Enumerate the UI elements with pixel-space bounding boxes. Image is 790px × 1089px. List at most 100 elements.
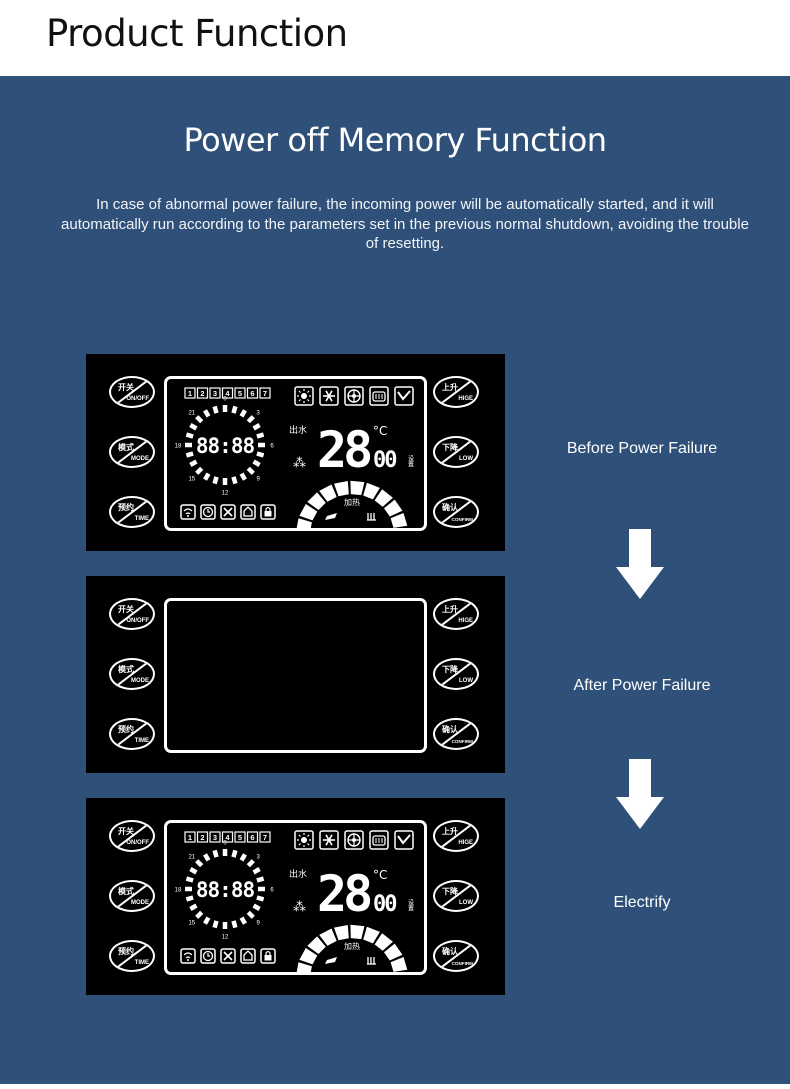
- heating-level-segment: [390, 513, 408, 528]
- clock-segment: [203, 409, 211, 418]
- clock-segment: [195, 415, 204, 424]
- button-label-cn: 预约: [118, 725, 134, 734]
- clock-segment: [212, 920, 219, 929]
- clock-segment: [231, 405, 238, 414]
- heating-level-segment: [299, 948, 318, 965]
- button-label-en: LOW: [459, 900, 473, 906]
- curve-icon: [394, 386, 414, 406]
- cross-icon: [220, 504, 236, 520]
- button-label-en: MODE: [131, 456, 149, 462]
- day-box: 4: [221, 831, 234, 843]
- day-box: 2: [196, 387, 209, 399]
- clock-mark: 15: [188, 477, 195, 483]
- clock-segment: [189, 903, 198, 911]
- day-box: 6: [246, 387, 259, 399]
- button-label-en: HIGE: [458, 396, 473, 402]
- button-label-en: CONFIRM: [451, 517, 473, 522]
- button-label-en: TIME: [134, 960, 149, 966]
- day-box: 5: [234, 831, 246, 843]
- button-label-en: LOW: [459, 456, 473, 462]
- clock-segment: [256, 432, 265, 439]
- button-label-cn: 模式: [118, 887, 134, 896]
- clock-segment: [246, 859, 255, 868]
- mode-button[interactable]: 模式 MODE: [109, 436, 155, 468]
- mode-button[interactable]: 模式 MODE: [109, 880, 155, 912]
- clock-segment: [185, 432, 194, 439]
- sun-icon: [294, 830, 314, 850]
- svg-text:⁂: ⁂: [293, 900, 306, 915]
- heating-level-segment: [319, 928, 337, 946]
- clock-segment: [189, 423, 198, 431]
- day-number: 5: [238, 833, 242, 842]
- day-number: 1: [188, 833, 192, 842]
- day-number: 4: [225, 389, 230, 398]
- button-label-cn: 上升: [442, 605, 458, 614]
- clock-segment: [212, 849, 219, 858]
- day-number: 7: [263, 389, 267, 398]
- water-outlet-label: 出水: [289, 424, 307, 436]
- button-label-cn: 下降: [442, 887, 458, 896]
- temperature-decimal: 00: [373, 892, 396, 917]
- svg-text:⁂: ⁂: [293, 456, 306, 471]
- radiator-icon: [367, 957, 376, 965]
- clock-mark: 12: [222, 935, 229, 941]
- day-number: 7: [263, 833, 267, 842]
- cross-icon: [220, 948, 236, 964]
- clock-segment: [239, 472, 247, 481]
- clock-mark: 15: [188, 921, 195, 927]
- button-label-cn: 下降: [442, 665, 458, 674]
- clock-segment: [239, 853, 247, 862]
- snowflake-small-icon: ⁂: [293, 900, 306, 915]
- day-box: 7: [259, 831, 271, 843]
- button-label-en: MODE: [131, 678, 149, 684]
- down-arrow-icon: [616, 759, 664, 829]
- fan-icon: [344, 830, 364, 850]
- button-label-en: HIGE: [458, 618, 473, 624]
- clock-icon: [200, 504, 216, 520]
- heating-level-segment: [296, 518, 312, 528]
- radiator-icon: [367, 513, 376, 521]
- lock-icon: [260, 504, 276, 520]
- page-header: Product Function: [0, 0, 790, 76]
- clock-mark: 6: [270, 888, 274, 894]
- button-label-cn: 模式: [118, 443, 134, 452]
- flame-icon: [325, 957, 337, 964]
- button-label-en: LOW: [459, 678, 473, 684]
- button-label-en: CONFIRM: [451, 739, 473, 744]
- day-number: 3: [213, 389, 217, 398]
- heating-level-segment: [296, 962, 312, 972]
- heating-level-segment: [307, 492, 326, 510]
- clock-segment: [189, 459, 198, 467]
- lcd-screen: [164, 598, 427, 753]
- caption-electrify: Electrify: [613, 894, 671, 911]
- button-label-cn: 开关: [118, 827, 134, 836]
- clock-segment: [203, 472, 211, 481]
- clock-segment: [185, 451, 194, 458]
- clock-segment: [256, 895, 265, 902]
- heating-level-segment: [374, 933, 393, 951]
- clock-segment: [252, 903, 261, 911]
- button-label-en: MODE: [131, 900, 149, 906]
- button-label-cn: 上升: [442, 383, 458, 392]
- clock-segment: [246, 910, 255, 919]
- temperature-readout: 28: [317, 865, 370, 923]
